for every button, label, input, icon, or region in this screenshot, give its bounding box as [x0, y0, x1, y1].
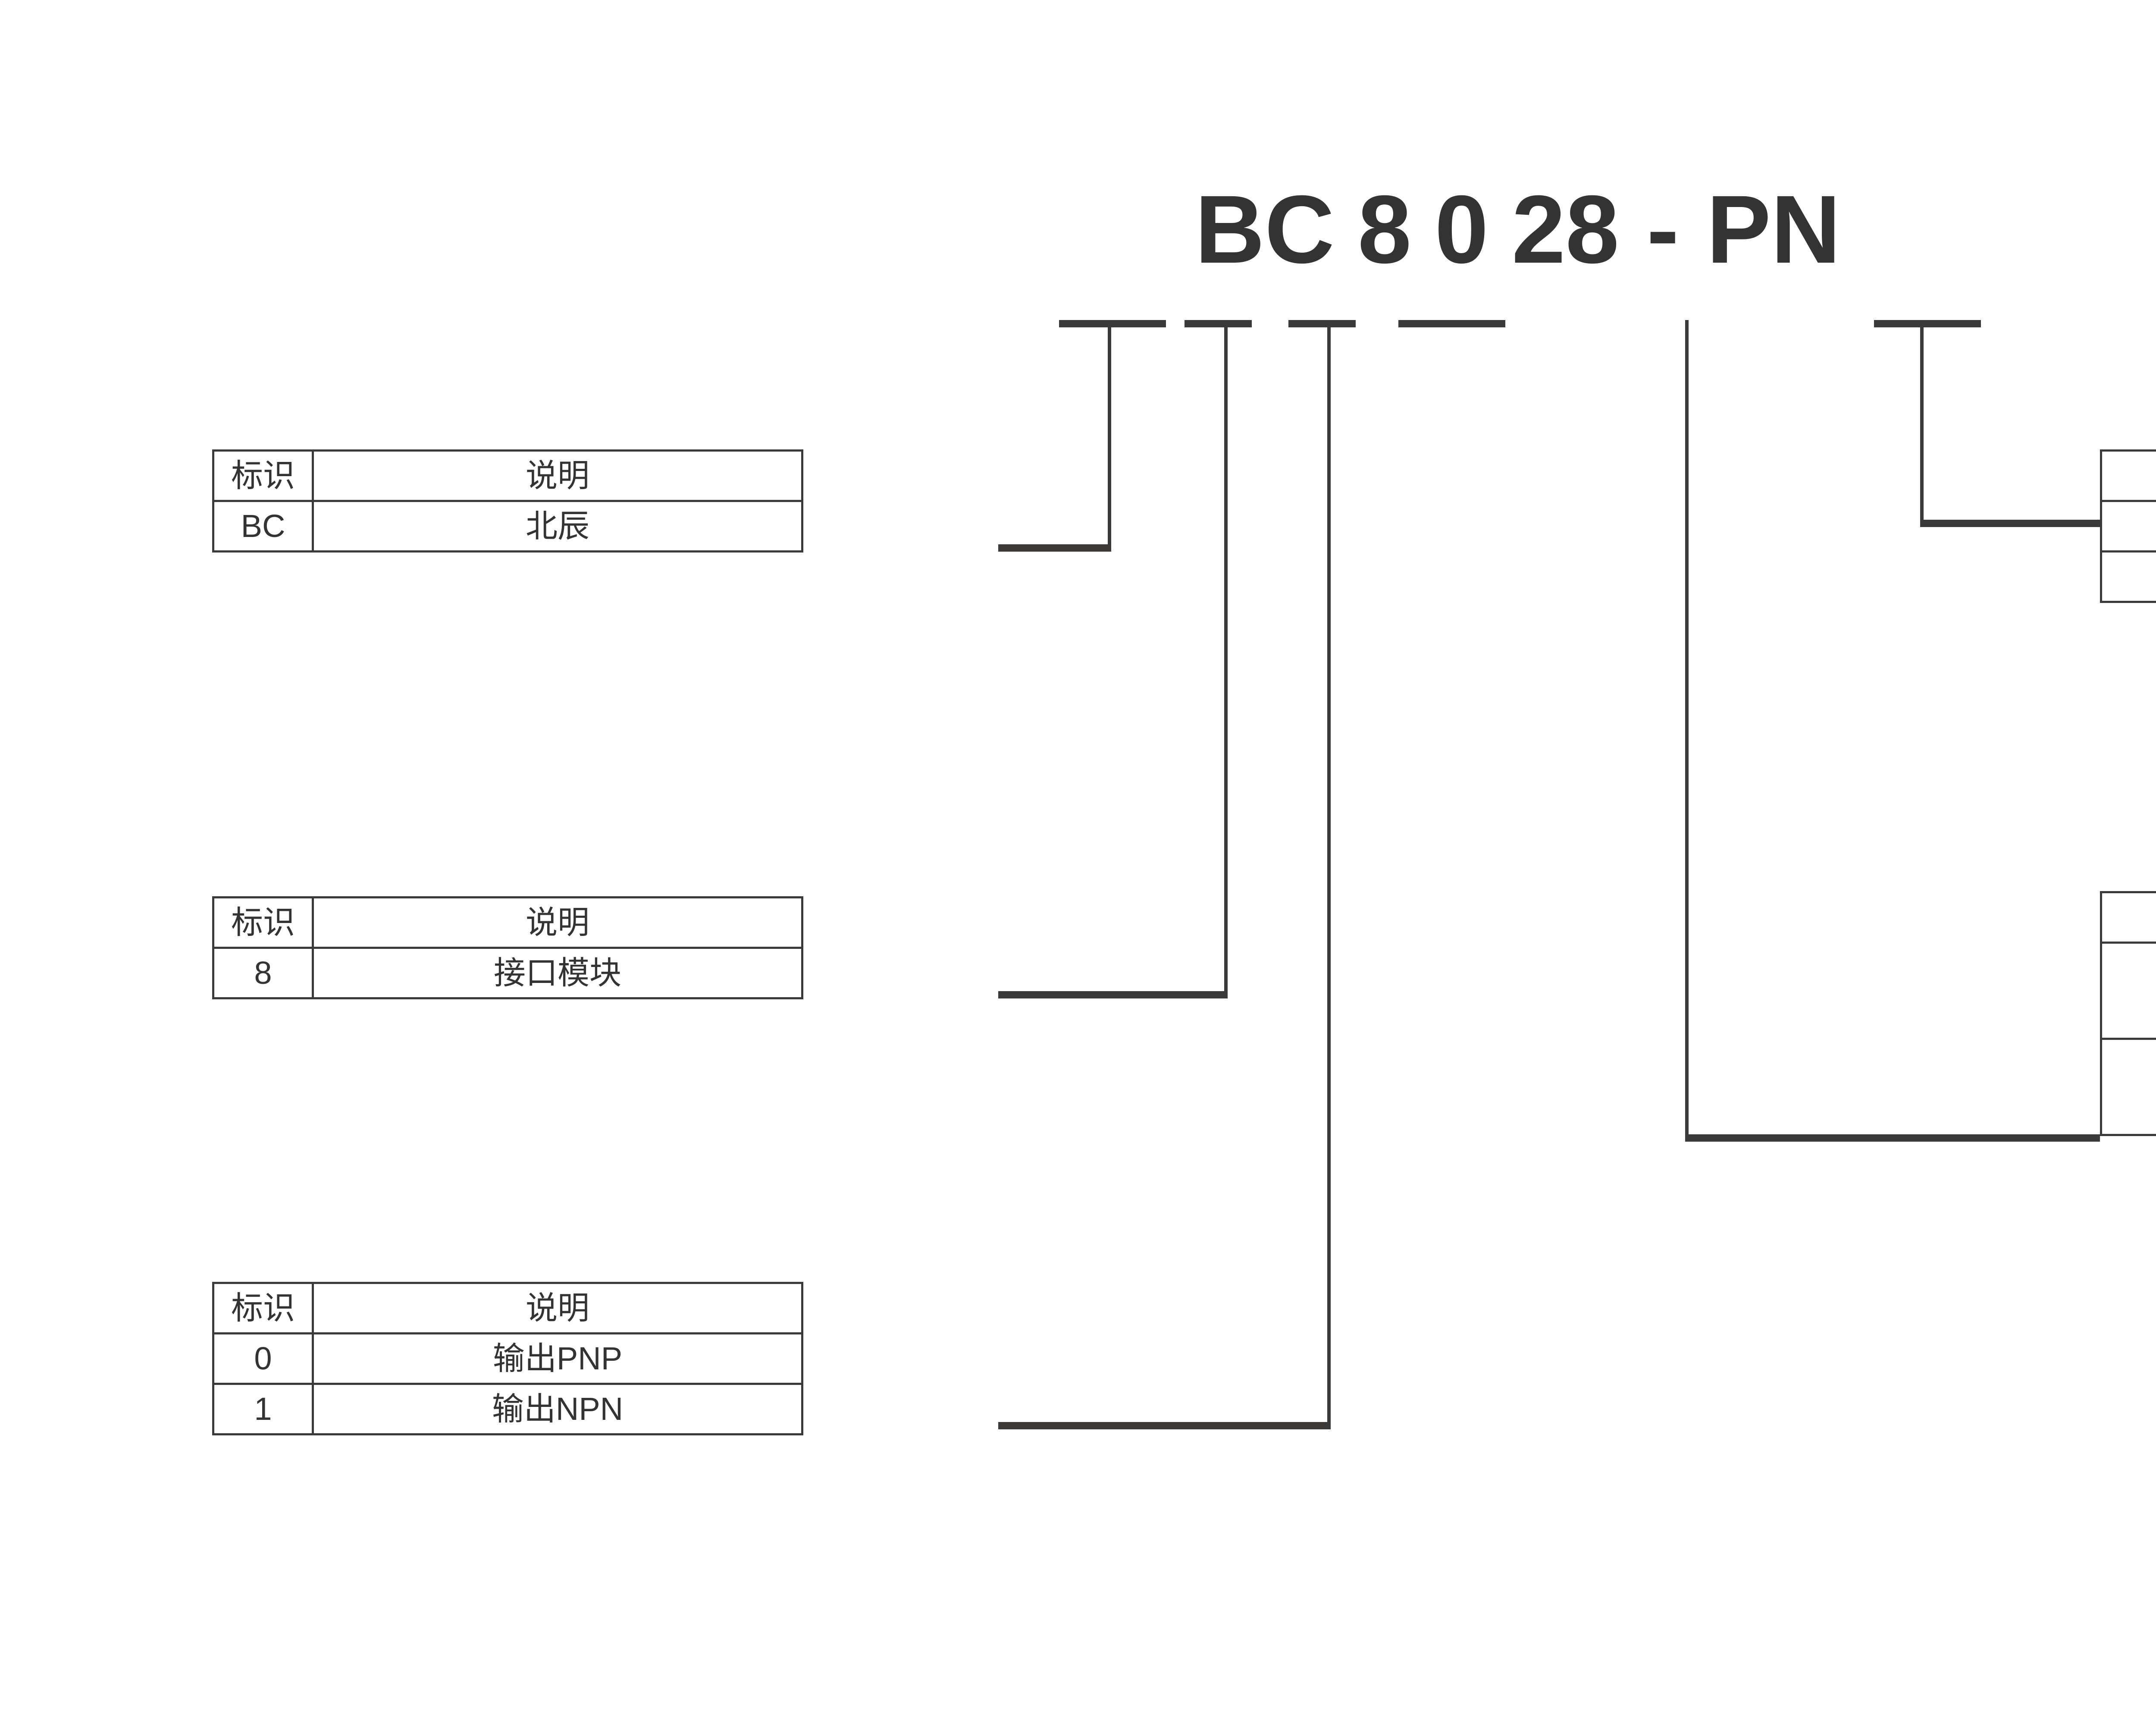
header-key: 标识: [2100, 449, 2156, 502]
table-row: EC EtherCAT: [2100, 550, 2156, 603]
table-row-header: 标识 说明: [2100, 449, 2156, 502]
cell-value-1: 输出NPN: [312, 1383, 803, 1435]
cell-value-0: 输出PNP: [312, 1332, 803, 1385]
table-brand: 标识 说明 BC 北辰: [212, 449, 803, 553]
table-output: 标识 说明 0 输出PNP 1 输出NPN: [212, 1282, 803, 1435]
header-key: 标识: [212, 1282, 314, 1334]
leader-horizontal-pn: [1920, 520, 2102, 527]
code-segment-bc: BC: [1195, 176, 1335, 283]
header-value: 说明: [312, 449, 803, 502]
code-segment-28: 28: [1511, 176, 1620, 283]
cell-key-0: 0: [212, 1332, 314, 1385]
table-row-header: 标识 说明: [212, 1282, 803, 1334]
leader-cap-pn: [1874, 320, 1981, 327]
leader-vertical-0: [1327, 320, 1331, 1429]
cell-key-ec: EC: [2100, 550, 2156, 603]
table-row-header: 标识 说明: [212, 896, 803, 949]
cell-key-8: 8: [212, 947, 314, 999]
leader-vertical-28: [1685, 320, 1689, 1142]
table-points: 标识 说明 28 28点 (16DI/12DO) 60 60点 (32DI/28…: [2100, 891, 2156, 1136]
leader-horizontal-bc: [998, 544, 1111, 552]
table-row-header: 标识 说明: [212, 449, 803, 502]
cell-value-8: 接口模块: [312, 947, 803, 999]
leader-cap-8: [1185, 320, 1252, 327]
cell-value-bc: 北辰: [312, 500, 803, 553]
leader-cap-bc: [1059, 320, 1166, 327]
header-value: 说明: [312, 896, 803, 949]
code-segment-0: 0: [1435, 176, 1489, 283]
header-key: 标识: [212, 896, 314, 949]
leader-horizontal-8: [998, 991, 1228, 998]
code-segment-dash: -: [1647, 176, 1679, 283]
cell-key-pn: PN: [2100, 500, 2156, 553]
leader-cap-28: [1398, 320, 1505, 327]
cell-key-bc: BC: [212, 500, 314, 553]
header-key: 标识: [212, 449, 314, 502]
leader-cap-0: [1288, 320, 1356, 327]
table-module: 标识 说明 8 接口模块: [212, 896, 803, 999]
cell-key-1: 1: [212, 1383, 314, 1435]
code-segment-pn: PN: [1706, 176, 1841, 283]
leader-horizontal-28: [1685, 1134, 2100, 1142]
header-value: 说明: [312, 1282, 803, 1334]
leader-vertical-pn: [1920, 320, 1924, 527]
table-row: 0 输出PNP: [212, 1332, 803, 1385]
table-row: 8 接口模块: [212, 947, 803, 999]
code-segment-8: 8: [1357, 176, 1412, 283]
table-protocol: 标识 说明 PN PPOFINET EC EtherCAT: [2100, 449, 2156, 603]
leader-horizontal-0: [998, 1422, 1331, 1429]
table-row: 1 输出NPN: [212, 1383, 803, 1435]
cell-key-60: 60: [2100, 1038, 2156, 1136]
cell-key-28: 28: [2100, 942, 2156, 1040]
leader-vertical-bc: [1108, 320, 1111, 548]
leader-vertical-8: [1224, 320, 1228, 998]
table-row: PN PPOFINET: [2100, 500, 2156, 553]
table-row: BC 北辰: [212, 500, 803, 553]
table-row-header: 标识 说明: [2100, 891, 2156, 944]
table-row: 28 28点 (16DI/12DO): [2100, 942, 2156, 1040]
header-key: 标识: [2100, 891, 2156, 944]
table-row: 60 60点 (32DI/28DO): [2100, 1038, 2156, 1136]
